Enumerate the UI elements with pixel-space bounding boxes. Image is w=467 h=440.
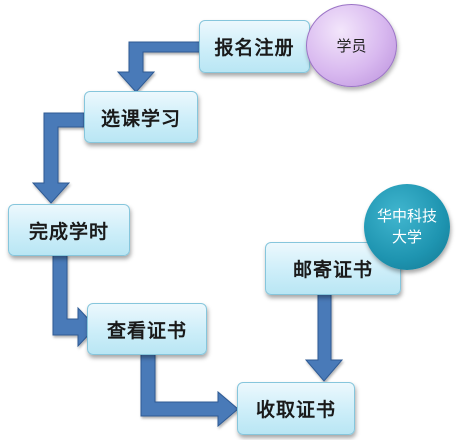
arrow-course-to-hours [31,112,85,204]
student-label: 学员 [336,37,367,55]
university-circle: 华中科技大学 [364,184,450,270]
step-view-certificate: 查看证书 [87,303,207,355]
step-select-course-label: 选课学习 [100,107,181,130]
step-register-label: 报名注册 [214,37,295,59]
step-register: 报名注册 [199,20,310,73]
university-label: 华中科技大学 [377,207,438,246]
step-receive-certificate: 收取证书 [237,382,355,435]
step-view-certificate-label: 查看证书 [106,319,187,342]
step-finish-hours: 完成学时 [8,204,130,256]
step-receive-certificate-label: 收取证书 [255,399,336,421]
step-select-course: 选课学习 [84,91,198,143]
arrow-view-to-receive [140,353,239,428]
student-circle: 学员 [306,4,397,87]
step-finish-hours-label: 完成学时 [28,220,109,243]
step-mail-certificate-label: 邮寄证书 [292,259,373,281]
arrow-register-to-course [116,41,201,93]
arrow-mail-to-receive [304,293,344,382]
step-mail-certificate: 邮寄证书 [265,242,401,295]
